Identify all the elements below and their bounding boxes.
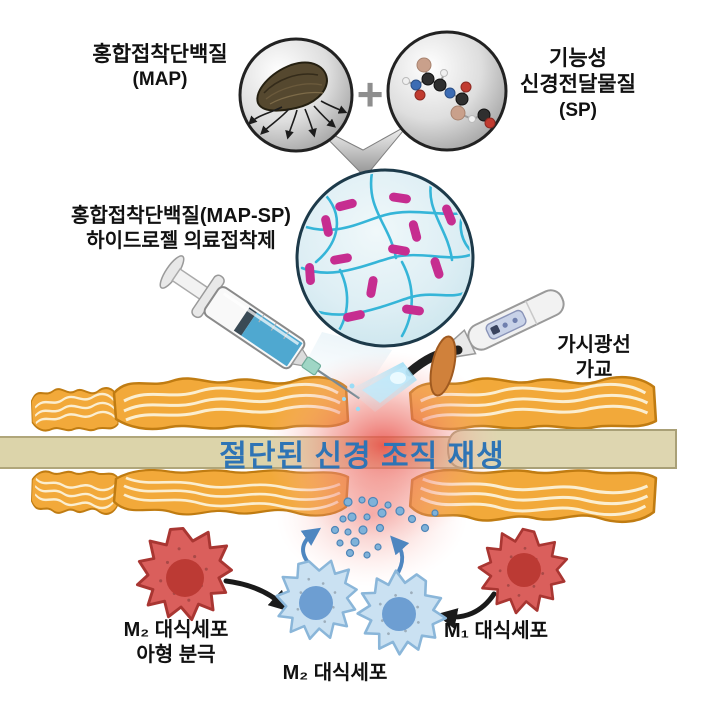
secreted-dots (330, 496, 439, 559)
map-label-line1: 홍합접착단백질 (92, 43, 228, 66)
arrow-red-to-blue-left (223, 578, 291, 612)
molecule-circle (386, 30, 508, 152)
injury-glow-lower (276, 443, 468, 587)
sp-label: 기능성 신경전달물질 (SP) (483, 46, 673, 122)
red-macrophage-left (135, 526, 233, 622)
m2-polarization-line2: 아형 분극 (136, 644, 216, 666)
curing-light-icon (342, 289, 565, 412)
visible-light-label-line2: 가교 (575, 359, 613, 381)
arrow-red-to-blue-right (435, 591, 497, 629)
m2-polarization-label: M₂ 대식세포 아형 분극 (81, 618, 271, 668)
mussel-circle (238, 37, 354, 153)
m2-macrophage-label: M₂ 대식세포 (282, 662, 388, 684)
m2-polarization-line1: M₂ 대식세포 (123, 619, 229, 641)
molecule-icon (402, 57, 496, 129)
red-macrophage-right (467, 517, 578, 626)
hydrogel-network (300, 173, 470, 340)
visible-light-label: 가시광선 가교 (524, 333, 664, 383)
light-shield (429, 335, 457, 397)
blue-macrophage-left (268, 552, 366, 648)
plus-sign: + (356, 68, 384, 120)
blue-macrophage-right (340, 553, 461, 673)
center-title: 절단된 신경 조직 재생 (219, 440, 505, 473)
m1-macrophage-label: M₁ 대식세포 (443, 620, 549, 642)
visible-light-label-line1: 가시광선 (557, 334, 631, 356)
sp-label-line3: (SP) (559, 99, 597, 121)
mussel-icon (248, 61, 348, 140)
sp-label-line2: 신경전달물질 (520, 73, 636, 97)
hydrogel-label-line2: 하이드로젤 의료접착제 (86, 230, 276, 252)
hydrogel-label-line1: 홍합접착단백질(MAP-SP) (71, 205, 291, 227)
sp-label-line1: 기능성 (549, 47, 607, 70)
syringe-icon (159, 255, 360, 400)
hydrogel-label: 홍합접착단백질(MAP-SP) 하이드로젤 의료접착제 (55, 204, 307, 254)
hydrogel-circle (295, 168, 475, 348)
map-label: 홍합접착단백질 (MAP) (60, 42, 260, 92)
map-label-line2: (MAP) (132, 69, 188, 91)
light-beam (342, 362, 417, 412)
